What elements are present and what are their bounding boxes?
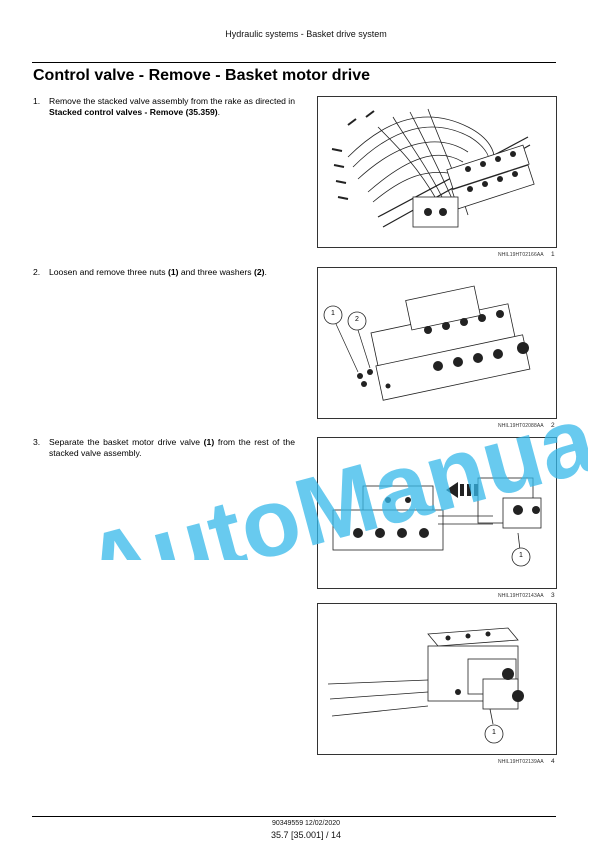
stacked-valve-illustration: [331, 108, 535, 228]
step-2: 2. Loosen and remove three nuts (1) and …: [33, 267, 295, 278]
step-text-part: and three washers: [178, 267, 254, 277]
callout-circle: [347, 311, 367, 331]
callout-ref: (1): [167, 267, 179, 277]
title-divider: [32, 62, 556, 63]
figure-number: 3: [551, 592, 555, 599]
callout-label: 1: [492, 729, 496, 736]
step-3: 3. Separate the basket motor drive valve…: [33, 437, 295, 459]
callout-circle: [323, 305, 343, 325]
step-text-part: Loosen and remove three nuts: [49, 267, 168, 277]
cross-reference-link[interactable]: Stacked control valves - Remove (35.359): [49, 107, 218, 117]
step-number: 1.: [33, 96, 41, 106]
step-text-part: Remove the stacked valve assembly from t…: [49, 96, 295, 106]
footer-divider: [32, 816, 556, 817]
nuts-washers-illustration: [323, 285, 531, 401]
figure-2-nuts-and-washers: 1 2: [317, 267, 557, 419]
step-text-part: Separate the basket motor drive valve: [49, 437, 204, 447]
step-number: 2.: [33, 267, 41, 277]
page-title: Control valve - Remove - Basket motor dr…: [33, 67, 370, 84]
footer-page-ref: 35.7 [35.001] / 14: [270, 830, 342, 840]
figure-1-stacked-valve-on-rake: [317, 96, 557, 248]
figure-number: 2: [551, 422, 555, 429]
callout-label: 1: [331, 310, 335, 317]
callout-circle: [511, 547, 531, 567]
step-number: 3.: [33, 437, 41, 447]
step-text-part: from the rest of the stacked valve assem…: [49, 437, 295, 458]
callout-ref: (1): [203, 437, 215, 447]
figure-4-drive-valve: 1: [317, 603, 557, 755]
callout-ref: (2): [253, 267, 265, 277]
step-text: Remove the stacked valve assembly from t…: [49, 96, 295, 118]
figure-number: 4: [551, 758, 555, 765]
callout-label: 1: [519, 552, 523, 559]
step-text-part: .: [217, 107, 221, 117]
figure-code: NHIL19HT02166AA: [498, 252, 544, 258]
figure-code: NHIL19HT02143AA: [498, 593, 544, 599]
step-text: Loosen and remove three nuts (1) and thr…: [49, 267, 295, 278]
running-header: Hydraulic systems - Basket drive system: [225, 29, 387, 39]
step-1: 1. Remove the stacked valve assembly fro…: [33, 96, 295, 118]
figure-number: 1: [551, 251, 555, 258]
callout-circle: [484, 724, 504, 744]
drive-valve-illustration: [327, 627, 524, 744]
step-text-part: .: [264, 267, 267, 277]
figure-code: NHIL19HT02139AA: [498, 759, 544, 765]
figure-code: NHIL19HT02088AA: [498, 423, 544, 429]
callout-label: 2: [355, 316, 359, 323]
footer-doc-ref: 90349559 12/02/2020: [271, 820, 341, 827]
step-text: Separate the basket motor drive valve (1…: [49, 437, 295, 459]
separate-valve-illustration: [332, 477, 542, 567]
figure-3-separate-valve: 1: [317, 437, 557, 589]
